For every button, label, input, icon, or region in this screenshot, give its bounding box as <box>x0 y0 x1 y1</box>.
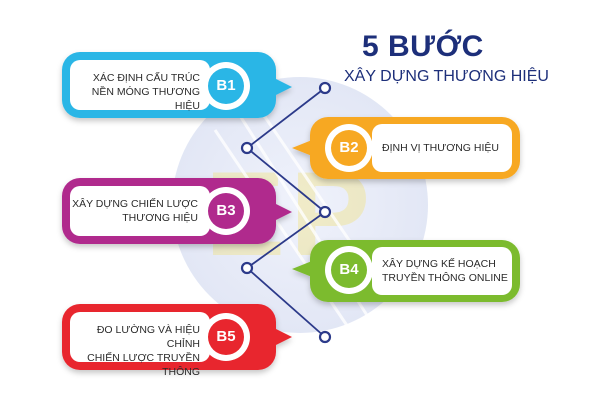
step-b5-line1: ĐO LƯỜNG VÀ HIỆU CHỈNH <box>96 324 200 350</box>
step-b2 <box>292 117 520 179</box>
step-b1-line1: XÁC ĐỊNH CẤU TRÚC <box>92 72 200 84</box>
step-b1-line2: NỀN MÓNG THƯƠNG HIỆU <box>91 86 200 112</box>
step-b3-line2: THƯƠNG HIỆU <box>122 212 198 224</box>
badge-b2: B2 <box>339 139 359 156</box>
step-b3 <box>62 178 292 244</box>
step-b4 <box>292 240 520 302</box>
connector-dot-3 <box>318 205 332 219</box>
badge-b1: B1 <box>216 77 236 94</box>
step-b5-line2: CHIẾN LƯỢC TRUYỀN THÔNG <box>87 352 200 378</box>
step-b2-line1: ĐỊNH VỊ THƯƠNG HIỆU <box>382 142 499 154</box>
step-b1-text: XÁC ĐỊNH CẤU TRÚC NỀN MÓNG THƯƠNG HIỆU <box>72 71 200 113</box>
step-b5-text: ĐO LƯỜNG VÀ HIỆU CHỈNH CHIẾN LƯỢC TRUYỀN… <box>72 323 200 379</box>
step-b3-line1: XÂY DỰNG CHIẾN LƯỢC <box>72 198 198 210</box>
step-b4-line1: XÂY DỰNG KẾ HOẠCH <box>382 258 496 270</box>
badge-b5: B5 <box>216 328 236 345</box>
step-b4-text: XÂY DỰNG KẾ HOẠCH TRUYỀN THÔNG ONLINE <box>382 257 510 285</box>
step-b1 <box>62 52 292 118</box>
step-b5 <box>62 304 292 370</box>
step-b4-line2: TRUYỀN THÔNG ONLINE <box>382 272 508 284</box>
connector-dot-4 <box>240 261 254 275</box>
connector-dot-1 <box>318 81 332 95</box>
step-b2-text: ĐỊNH VỊ THƯƠNG HIỆU <box>382 141 510 155</box>
step-b3-text: XÂY DỰNG CHIẾN LƯỢC THƯƠNG HIỆU <box>72 197 198 225</box>
connector-dots <box>240 81 332 344</box>
connector-dot-2 <box>240 141 254 155</box>
connector-dot-5 <box>318 330 332 344</box>
title-main: 5 BƯỚC <box>362 30 484 63</box>
badge-b3: B3 <box>216 202 236 219</box>
badge-b4: B4 <box>339 261 359 278</box>
title-sub: XÂY DỰNG THƯƠNG HIỆU <box>344 68 549 85</box>
